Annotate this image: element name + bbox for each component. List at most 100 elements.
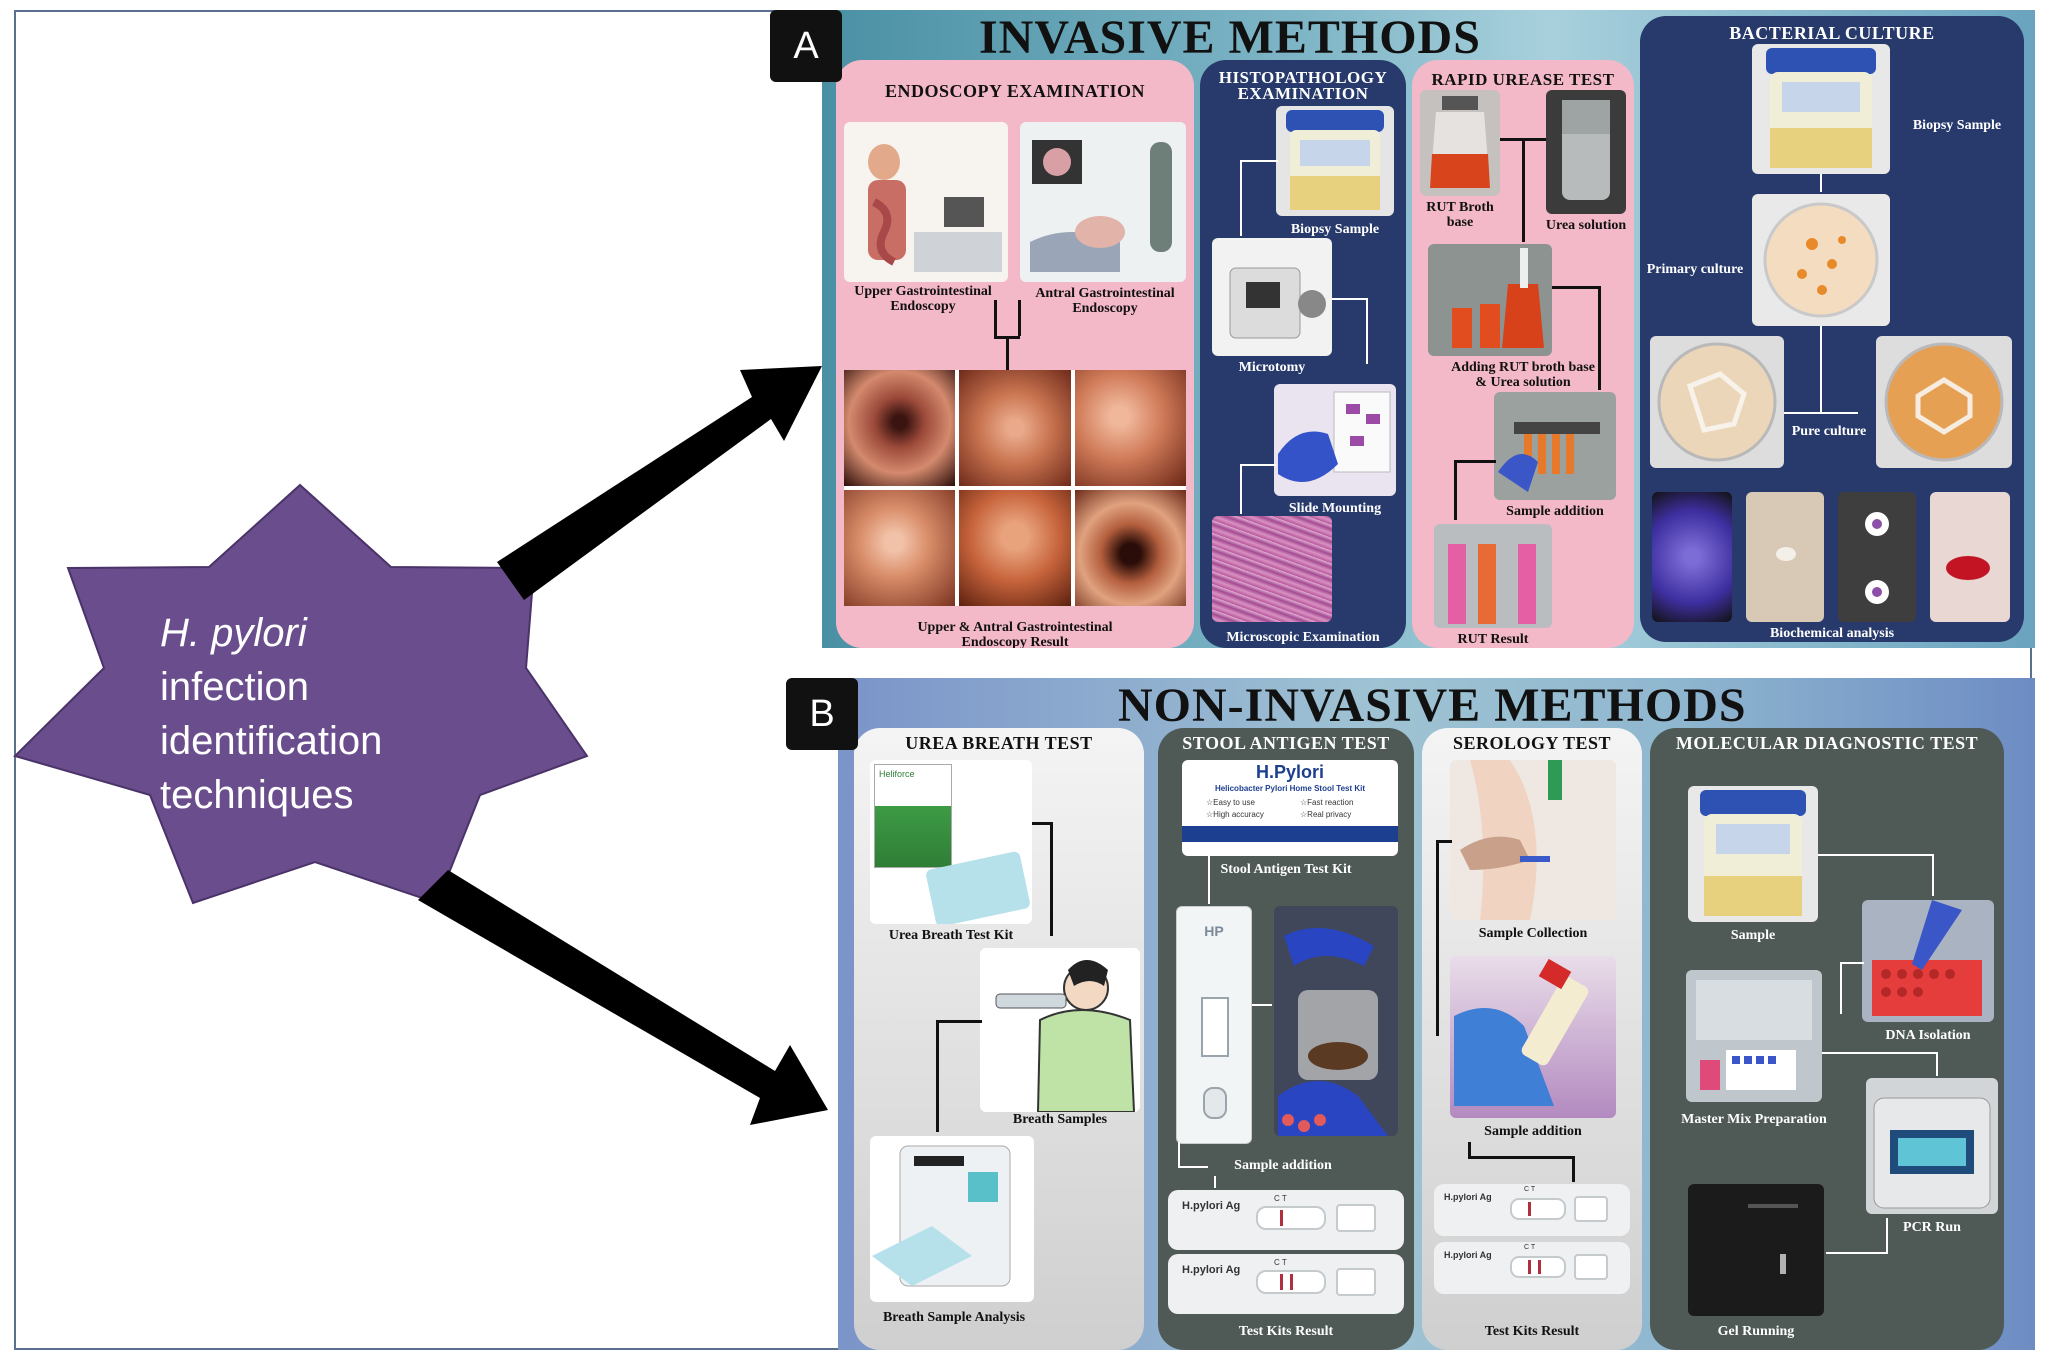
pure-culture-label: Pure culture bbox=[1791, 424, 1867, 439]
primary-culture-image bbox=[1752, 194, 1890, 326]
endoscopy-title: ENDOSCOPY EXAMINATION bbox=[884, 81, 1145, 101]
stool-kit-stripe bbox=[1182, 826, 1398, 842]
molecular-sample-label: Sample bbox=[1730, 928, 1776, 943]
stool-sample-addition-label: Sample addition bbox=[1234, 1158, 1332, 1173]
rut-result-label: RUT Result bbox=[1457, 632, 1529, 647]
star-label: H. pylori infection identification techn… bbox=[160, 606, 382, 822]
connector bbox=[1932, 854, 1934, 896]
endoscopy-image bbox=[959, 370, 1071, 486]
serology-strip-1-window bbox=[1510, 1198, 1566, 1220]
upper-endoscopy-illustration bbox=[844, 122, 1008, 282]
primary-culture-label: Primary culture bbox=[1646, 262, 1744, 277]
stool-device-well bbox=[1203, 1087, 1227, 1119]
culture-title: BACTERIAL CULTURE bbox=[1729, 23, 1935, 43]
pcr-machine-image bbox=[1866, 1078, 1998, 1214]
rut-sample-addition-label: Sample addition bbox=[1506, 504, 1604, 519]
biochem-image-3 bbox=[1838, 492, 1916, 622]
connector bbox=[1436, 840, 1439, 1036]
connector bbox=[1332, 298, 1366, 300]
master-mix-image bbox=[1686, 970, 1822, 1102]
connector bbox=[1240, 464, 1242, 514]
connector bbox=[1454, 460, 1496, 463]
stool-result-label: Test Kits Result bbox=[1238, 1324, 1334, 1339]
adding-rut-image bbox=[1428, 244, 1552, 356]
serology-strip-1-well bbox=[1574, 1196, 1608, 1222]
connector bbox=[1436, 840, 1452, 843]
serology-strip-2-well bbox=[1574, 1254, 1608, 1280]
connector bbox=[1572, 1156, 1575, 1182]
connector bbox=[994, 300, 997, 336]
biochem-image-4 bbox=[1930, 492, 2010, 622]
ubt-kit-box: Heliforce bbox=[874, 764, 952, 868]
microtome-image bbox=[1212, 238, 1332, 356]
stool-card: STOOL ANTIGEN TEST H.Pylori Helicobacter… bbox=[1158, 728, 1414, 1350]
slide-mounting-image bbox=[1274, 384, 1396, 496]
connector bbox=[1784, 412, 1858, 414]
rut-title: RAPID UREASE TEST bbox=[1431, 70, 1615, 89]
dna-isolation-image bbox=[1862, 900, 1994, 1022]
rut-result-image bbox=[1434, 524, 1552, 628]
molecular-sample-jar bbox=[1688, 786, 1818, 922]
control-line bbox=[1528, 1202, 1531, 1216]
test-line bbox=[1290, 1274, 1293, 1290]
connector bbox=[1840, 962, 1864, 964]
serology-strip-2-window bbox=[1510, 1256, 1566, 1278]
stool-strip-1-ct: C T bbox=[1274, 1194, 1287, 1203]
connector bbox=[1032, 822, 1052, 825]
sample-collection-image bbox=[1450, 760, 1616, 920]
dna-isolation-label: DNA Isolation bbox=[1885, 1028, 1971, 1043]
connector bbox=[1468, 1156, 1574, 1159]
stool-strip-2-window bbox=[1256, 1270, 1326, 1294]
connector bbox=[1208, 856, 1210, 904]
connector bbox=[1552, 286, 1600, 289]
gel-image bbox=[1688, 1184, 1824, 1316]
slide-mounting-label: Slide Mounting bbox=[1288, 501, 1382, 516]
star-line-1: H. pylori bbox=[160, 611, 307, 655]
connector bbox=[1598, 286, 1601, 390]
stool-kit-feature-2: ☆Fast reaction bbox=[1300, 798, 1354, 807]
biochem-label: Biochemical analysis bbox=[1769, 626, 1895, 641]
connector bbox=[1178, 1166, 1208, 1168]
stool-kit-feature-4: ☆Real privacy bbox=[1300, 810, 1352, 819]
stool-device-image: HP bbox=[1176, 906, 1252, 1144]
molecular-card: MOLECULAR DIAGNOSTIC TEST Sample DNA Iso… bbox=[1650, 728, 2004, 1350]
ubt-title: UREA BREATH TEST bbox=[905, 733, 1093, 753]
endoscopy-result-grid bbox=[844, 370, 1186, 606]
microscopic-image bbox=[1212, 516, 1332, 622]
urea-solution-label: Urea solution bbox=[1545, 218, 1627, 233]
serology-strip-1-text: H.pylori Ag bbox=[1444, 1192, 1492, 1202]
panel-non-invasive: NON-INVASIVE METHODS UREA BREATH TEST He… bbox=[838, 678, 2035, 1350]
connector bbox=[936, 1020, 982, 1023]
connector bbox=[1366, 298, 1368, 364]
connector bbox=[1840, 962, 1842, 1014]
stool-kit-sub: Helicobacter Pylori Home Stool Test Kit bbox=[1214, 784, 1366, 793]
ubt-kit-label: Urea Breath Test Kit bbox=[888, 928, 1014, 943]
culture-biopsy-jar bbox=[1752, 44, 1890, 174]
biopsy-jar bbox=[1276, 106, 1394, 216]
connector bbox=[1468, 1142, 1471, 1158]
stool-title: STOOL ANTIGEN TEST bbox=[1182, 733, 1390, 753]
urea-solution-image bbox=[1546, 90, 1626, 214]
control-line bbox=[1528, 1260, 1531, 1274]
stool-strip-2: H.pylori Ag C T bbox=[1168, 1254, 1404, 1314]
connector bbox=[1822, 1052, 1938, 1054]
star-line-3: identification bbox=[160, 719, 383, 763]
stool-strip-1-text: H.pylori Ag bbox=[1182, 1200, 1241, 1212]
connector bbox=[1178, 1142, 1180, 1168]
connector bbox=[1240, 464, 1276, 466]
serology-title: SEROLOGY TEST bbox=[1452, 733, 1612, 753]
connector bbox=[1826, 1252, 1888, 1254]
connector bbox=[1240, 160, 1242, 236]
serology-strip-1: H.pylori Ag C T bbox=[1434, 1184, 1630, 1236]
serology-result-label: Test Kits Result bbox=[1484, 1324, 1580, 1339]
connector bbox=[1936, 1052, 1938, 1076]
connector bbox=[1006, 336, 1009, 370]
ubt-card: UREA BREATH TEST Heliforce Urea Breath T… bbox=[854, 728, 1144, 1350]
connector bbox=[936, 1020, 939, 1132]
biochem-image-2 bbox=[1746, 492, 1824, 622]
stool-device-window bbox=[1201, 997, 1229, 1057]
